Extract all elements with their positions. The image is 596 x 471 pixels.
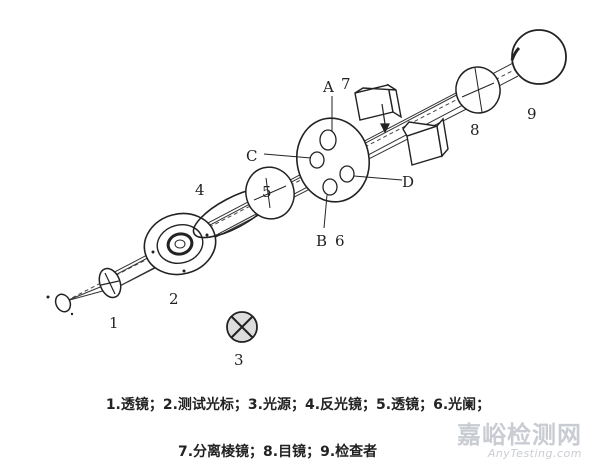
- examiner-eye-9: [510, 29, 567, 85]
- label-9: 9: [527, 105, 537, 123]
- watermark-cn: 嘉峪检测网: [457, 421, 582, 449]
- label-5: 5: [262, 183, 272, 201]
- label-3: 3: [234, 351, 244, 369]
- label-A: A: [322, 78, 334, 96]
- caption-line-1: 1.透镜；2.测试光标；3.光源；4.反光镜；5.透镜；6.光阑；: [105, 397, 491, 413]
- label-2: 2: [169, 290, 179, 308]
- label-D: D: [402, 173, 414, 191]
- prism-arrow: [380, 103, 390, 134]
- lens-5: [245, 166, 295, 220]
- label-6: 6: [335, 232, 345, 250]
- label-1: 1: [109, 314, 119, 332]
- label-B: B: [316, 232, 327, 250]
- caption-line-2: 7.分离棱镜；8.目镜；9.检查者: [178, 444, 378, 460]
- light-source-3: [226, 311, 258, 343]
- label-7: 7: [341, 75, 351, 93]
- lens-1: [98, 267, 122, 299]
- separation-prism-7: [354, 83, 449, 166]
- diaphragm-6: [263, 96, 403, 229]
- label-C: C: [246, 147, 257, 165]
- eyepiece-8: [455, 66, 501, 114]
- watermark: 嘉峪检测网 AnyTesting.com: [457, 422, 582, 460]
- object-point: [46, 293, 74, 316]
- label-8: 8: [470, 121, 480, 139]
- watermark-en: AnyTesting.com: [487, 447, 582, 460]
- label-4: 4: [195, 181, 205, 199]
